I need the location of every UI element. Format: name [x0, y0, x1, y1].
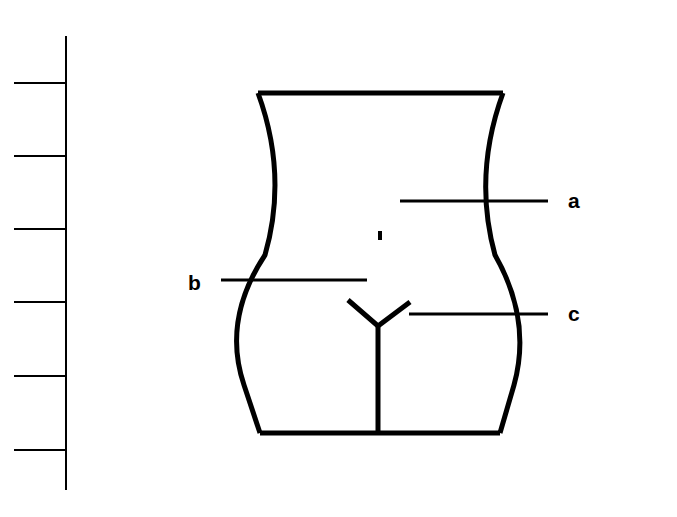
leader-line [409, 313, 548, 316]
groin-lines [348, 300, 410, 433]
torso-outline [237, 93, 520, 433]
scale-ruler [14, 36, 66, 490]
leader-line [221, 279, 367, 282]
part-label: a [568, 190, 580, 211]
part-label: c [568, 303, 580, 324]
leader-line [400, 200, 548, 203]
part-label: b [188, 272, 201, 293]
navel [378, 231, 382, 240]
leader-lines [221, 201, 548, 314]
